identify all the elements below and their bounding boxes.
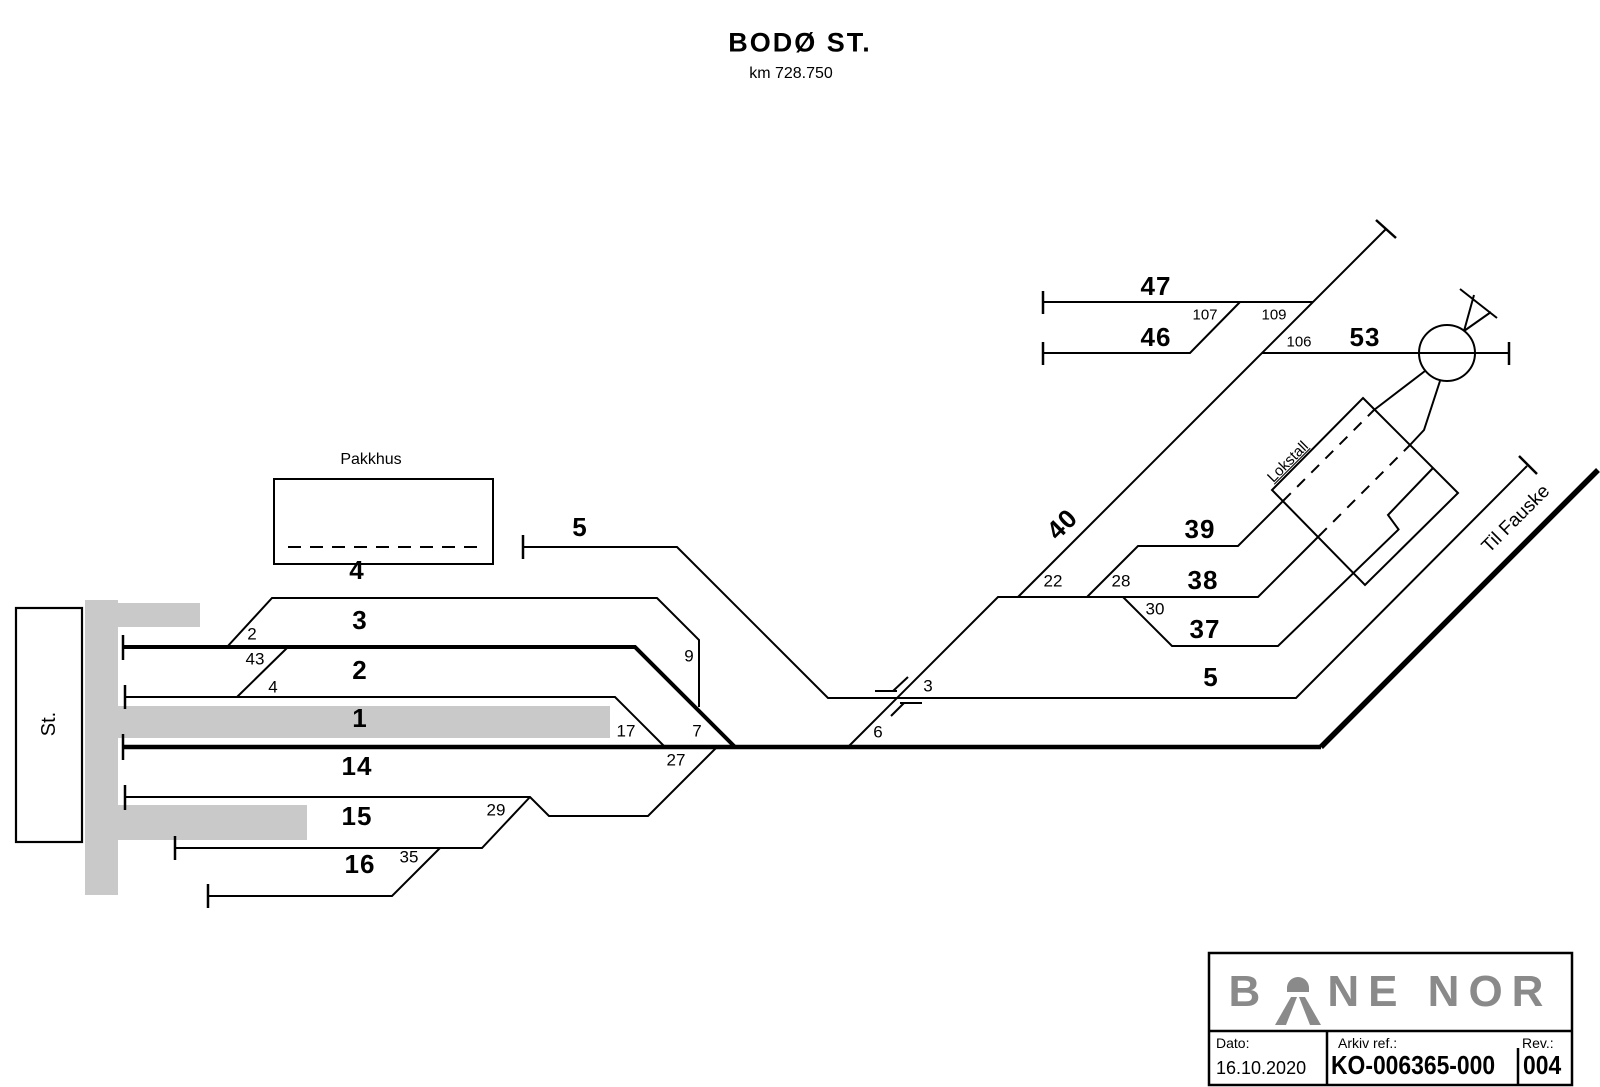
track-40 xyxy=(1017,228,1387,598)
switch-label-7: 7 xyxy=(692,721,702,741)
track-label-39: 39 xyxy=(1184,514,1216,544)
lokstall-building xyxy=(1270,396,1460,587)
rev-label: Rev.: xyxy=(1522,1035,1554,1051)
track-5-end-tick xyxy=(1518,455,1538,475)
track-label-47: 47 xyxy=(1140,271,1172,301)
platform-track15 xyxy=(118,805,307,840)
turntable-stub xyxy=(1459,288,1498,332)
track-2 xyxy=(125,696,666,748)
turntable xyxy=(1418,324,1476,382)
switch-label-2: 2 xyxy=(247,624,257,644)
track-lines-bold xyxy=(123,468,1600,750)
track-37 xyxy=(1122,528,1400,647)
logo-text-b: B xyxy=(1228,967,1270,1016)
bane-nor-logomark-icon xyxy=(1275,977,1322,1025)
track-label-5-right: 5 xyxy=(1203,662,1219,692)
track-label-46: 46 xyxy=(1140,322,1172,352)
page-title: BODØ ST. xyxy=(728,27,872,58)
switch-label-28: 28 xyxy=(1111,571,1131,591)
switch-label-17: 17 xyxy=(616,721,636,741)
track-label-2: 2 xyxy=(352,655,368,685)
track-5 xyxy=(523,465,1528,699)
track-4 xyxy=(226,597,700,707)
title-block-frame xyxy=(1207,951,1574,1087)
crossover-43-4 xyxy=(236,646,289,698)
track-14 xyxy=(125,747,717,817)
station-building xyxy=(14,606,84,844)
dato-value: 16.10.2020 xyxy=(1216,1058,1307,1078)
shed-track-38-dashed xyxy=(1318,444,1411,537)
track-label-3: 3 xyxy=(352,605,368,635)
dato-label: Dato: xyxy=(1216,1035,1250,1051)
switch-label-3: 3 xyxy=(923,676,933,696)
track-16 xyxy=(208,847,441,897)
buffer-stops xyxy=(121,219,1538,908)
track-label-14: 14 xyxy=(341,751,373,781)
switch-label-106: 106 xyxy=(1286,333,1312,351)
track-39 xyxy=(1086,500,1284,598)
switch-label-6: 6 xyxy=(873,722,883,742)
page-km-label: km 728.750 xyxy=(749,65,833,82)
track-label-15: 15 xyxy=(341,801,373,831)
rev-value: 004 xyxy=(1523,1050,1562,1080)
turntable-link-38 xyxy=(1409,380,1441,446)
switch-label-35: 35 xyxy=(399,847,419,867)
crossing-3-symbol xyxy=(875,676,922,717)
main-line-til-fauske xyxy=(1319,468,1600,749)
track-label-38: 38 xyxy=(1187,565,1219,595)
switch-label-22: 22 xyxy=(1043,571,1063,591)
shed-track-39-dashed xyxy=(1282,409,1375,502)
track-40-end-tick xyxy=(1375,219,1397,239)
switch-label-27: 27 xyxy=(666,750,686,770)
bane-nor-logo: B NE NOR xyxy=(1209,953,1572,1031)
pakkhus-building xyxy=(273,478,494,565)
track-label-1: 1 xyxy=(352,703,368,733)
switch-label-4: 4 xyxy=(268,677,278,697)
turntable-link-39 xyxy=(1373,370,1426,411)
track-label-53: 53 xyxy=(1349,322,1381,352)
arkiv-value: KO-006365-000 xyxy=(1331,1050,1496,1080)
platform-top-bar xyxy=(85,603,200,627)
yard-lead xyxy=(847,535,1320,748)
track-label-37: 37 xyxy=(1189,614,1221,644)
track-46 xyxy=(1043,301,1241,354)
switch-label-107: 107 xyxy=(1192,306,1218,324)
switch-label-9: 9 xyxy=(684,646,694,666)
platforms xyxy=(85,600,610,895)
track-lines-thin xyxy=(125,228,1528,897)
arkiv-label: Arkiv ref.: xyxy=(1338,1035,1398,1051)
track-label-4: 4 xyxy=(349,555,365,585)
switch-label-30: 30 xyxy=(1145,599,1165,619)
track-15 xyxy=(175,796,531,849)
platform-track1 xyxy=(118,706,610,738)
switch-label-109: 109 xyxy=(1261,306,1287,324)
platform-vertical xyxy=(85,600,118,895)
track-label-16: 16 xyxy=(344,849,376,879)
logo-text-rest: NE NOR xyxy=(1327,967,1553,1016)
station-label: St. xyxy=(38,711,60,737)
switch-label-29: 29 xyxy=(486,800,506,820)
track-3 xyxy=(123,645,737,749)
track-label-5-left: 5 xyxy=(572,512,588,542)
pakkhus-label: Pakkhus xyxy=(340,451,402,468)
switch-label-43: 43 xyxy=(245,649,265,669)
